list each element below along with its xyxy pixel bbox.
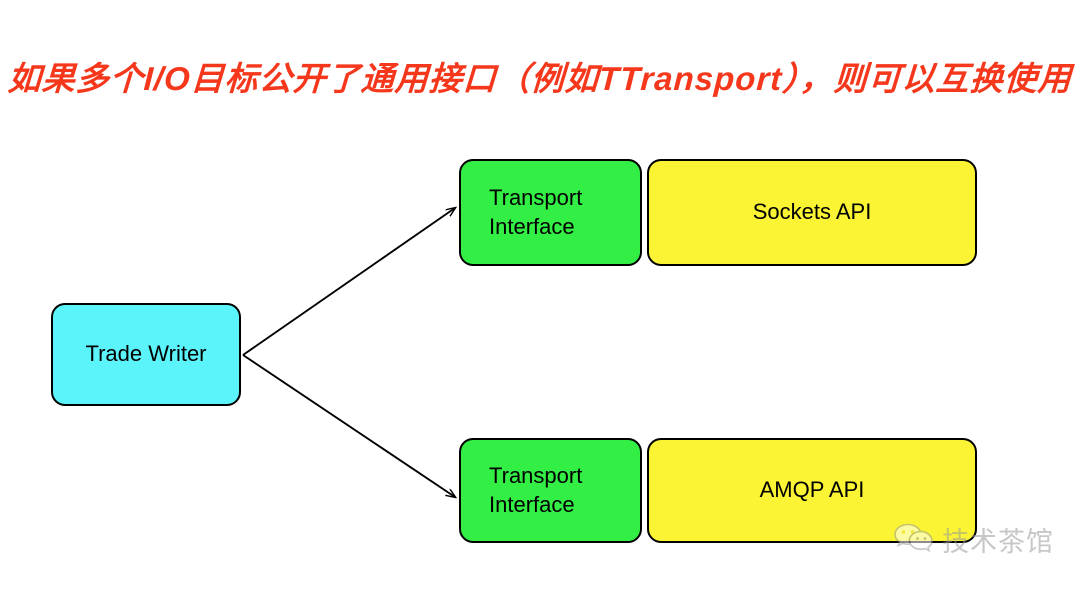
node-sockets-api[interactable]: Sockets API <box>647 159 977 266</box>
node-sockets-api-label: Sockets API <box>752 199 872 225</box>
connector-to-top-transport <box>242 208 455 356</box>
node-transport-interface-top[interactable]: Transport Interface <box>459 159 642 266</box>
page-title: 如果多个I/O目标公开了通用接口（例如TTransport），则可以互换使用 <box>6 60 1073 97</box>
node-trade-writer[interactable]: Trade Writer <box>51 303 241 406</box>
node-transport-interface-bottom-label: Transport Interface <box>489 462 583 517</box>
watermark: 技术茶馆 <box>893 520 1054 559</box>
connector-to-bottom-transport <box>242 354 455 497</box>
node-transport-interface-bottom[interactable]: Transport Interface <box>459 438 642 543</box>
node-transport-interface-top-label: Transport Interface <box>489 184 583 239</box>
node-amqp-api-label: AMQP API <box>759 477 865 503</box>
node-trade-writer-label: Trade Writer <box>85 341 207 367</box>
wechat-logo-icon <box>893 522 935 557</box>
watermark-text: 技术茶馆 <box>942 527 1054 557</box>
